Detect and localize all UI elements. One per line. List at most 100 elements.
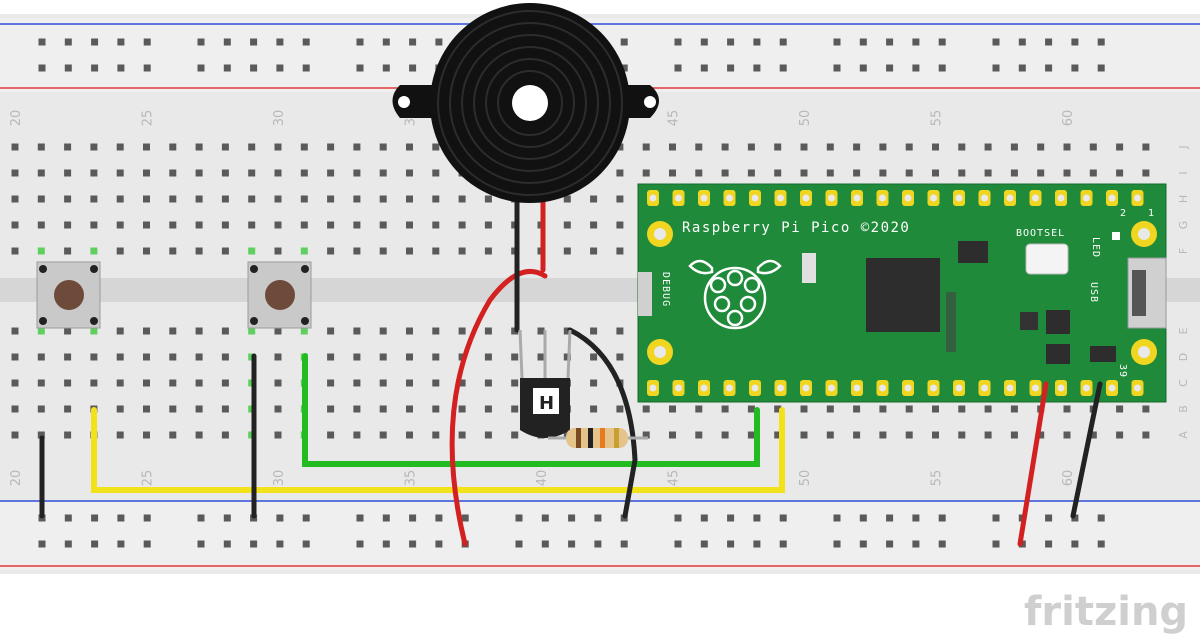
- rail-hole: [753, 38, 761, 46]
- breadboard-hole: [432, 247, 440, 255]
- breadboard-hole: [248, 169, 256, 177]
- breadboard-hole: [590, 221, 598, 229]
- breadboard-hole: [695, 143, 703, 151]
- breadboard-hole: [958, 143, 966, 151]
- pico-pin-hole: [981, 384, 988, 392]
- rail-hole: [435, 540, 443, 548]
- rail-hole: [727, 38, 735, 46]
- breadboard-hole: [905, 431, 913, 439]
- column-label: 60: [1061, 110, 1076, 127]
- breadboard-hole: [905, 405, 913, 413]
- wire-red-pico[interactable]: [1017, 381, 1049, 547]
- bootsel-button[interactable]: [1025, 243, 1069, 275]
- raspberry-pi-pico[interactable]: Raspberry Pi Pico ©2020 BOOTSEL LED USB …: [637, 183, 1167, 403]
- pico-pin-hole: [675, 384, 682, 392]
- rail-hole: [409, 514, 417, 522]
- buzzer[interactable]: [392, 3, 660, 203]
- breadboard-hole: [774, 143, 782, 151]
- row-label: C: [1177, 379, 1190, 387]
- breadboard-hole: [616, 195, 624, 203]
- pico-title: Raspberry Pi Pico ©2020: [682, 220, 910, 236]
- breadboard-hole: [616, 353, 624, 361]
- breadboard-hole: [37, 405, 45, 413]
- breadboard-hole: [721, 405, 729, 413]
- breadboard-hole: [37, 143, 45, 151]
- rail-hole: [779, 38, 787, 46]
- breadboard-hole: [432, 143, 440, 151]
- wire-yellow[interactable]: [91, 407, 785, 493]
- rail-hole: [1045, 64, 1053, 72]
- breadboard-hole: [195, 169, 203, 177]
- breadboard-hole: [274, 405, 282, 413]
- breadboard-hole: [458, 247, 466, 255]
- breadboard-hole: [90, 327, 98, 335]
- rail-hole: [91, 64, 99, 72]
- push-button-right[interactable]: [247, 261, 312, 329]
- rail-hole: [197, 38, 205, 46]
- column-label: 25: [141, 110, 156, 127]
- breadboard-hole: [879, 431, 887, 439]
- breadboard-hole: [432, 169, 440, 177]
- breadboard-hole: [116, 405, 124, 413]
- pico-pin-hole: [904, 384, 912, 392]
- breadboard-hole: [1089, 169, 1097, 177]
- wire-black-transistor[interactable]: [567, 327, 638, 519]
- push-button-left[interactable]: [36, 261, 101, 329]
- pico-bootsel-label: BOOTSEL: [1016, 228, 1065, 239]
- breadboard-hole: [169, 195, 177, 203]
- breadboard-hole: [1063, 431, 1071, 439]
- column-label: 20: [9, 470, 24, 487]
- flash-chip: [958, 241, 988, 263]
- rail-hole: [143, 540, 151, 548]
- breadboard-hole: [616, 247, 624, 255]
- rail-hole: [912, 540, 920, 548]
- breadboard-hole: [958, 405, 966, 413]
- breadboard-hole: [11, 221, 19, 229]
- row-label: B: [1177, 405, 1190, 413]
- pico-pin-hole: [751, 194, 759, 202]
- breadboard-hole: [879, 405, 887, 413]
- row-label: F: [1177, 248, 1190, 254]
- breadboard-hole: [143, 379, 150, 387]
- rail-hole: [302, 540, 310, 548]
- breadboard-hole: [274, 195, 282, 203]
- pico-pin-hole: [751, 384, 759, 392]
- wire-black-pico[interactable]: [1070, 381, 1103, 519]
- breadboard-hole: [800, 169, 808, 177]
- breadboard-hole: [379, 247, 387, 255]
- breadboard-hole: [406, 353, 413, 361]
- breadboard-hole: [11, 169, 19, 177]
- rail-hole: [382, 38, 390, 46]
- breadboard-hole: [300, 169, 308, 177]
- breadboard-hole: [11, 195, 19, 203]
- rail-hole: [250, 64, 258, 72]
- breadboard-hole: [826, 405, 834, 413]
- pico-pin-hole: [726, 194, 733, 202]
- breadboard-hole: [484, 327, 492, 335]
- rail-hole: [143, 38, 151, 46]
- rail-hole: [833, 38, 841, 46]
- breadboard-hole: [274, 353, 282, 361]
- wire-red-buzzer[interactable]: [449, 269, 548, 547]
- breadboard-hole: [143, 247, 150, 255]
- breadboard-hole: [143, 221, 150, 229]
- rail-hole: [276, 514, 284, 522]
- transistor[interactable]: H: [518, 329, 572, 438]
- rail-hole: [674, 64, 682, 72]
- breadboard-hole: [143, 195, 150, 203]
- breadboard-hole: [116, 353, 124, 361]
- wire-green[interactable]: [302, 353, 760, 467]
- breadboard-hole: [195, 327, 203, 335]
- pico-pin-hole: [1006, 194, 1014, 202]
- column-label: 50: [798, 470, 813, 487]
- rail-hole: [91, 540, 99, 548]
- breadboard-hole: [563, 195, 571, 203]
- breadboard-hole: [116, 247, 124, 255]
- breadboard-hole: [64, 169, 72, 177]
- resistor[interactable]: [548, 428, 648, 448]
- rail-hole: [620, 540, 628, 548]
- buzzer-ring: [473, 46, 587, 160]
- breadboard-hole: [458, 431, 466, 439]
- breadboard-hole: [221, 143, 229, 151]
- column-label: 60: [1061, 470, 1076, 487]
